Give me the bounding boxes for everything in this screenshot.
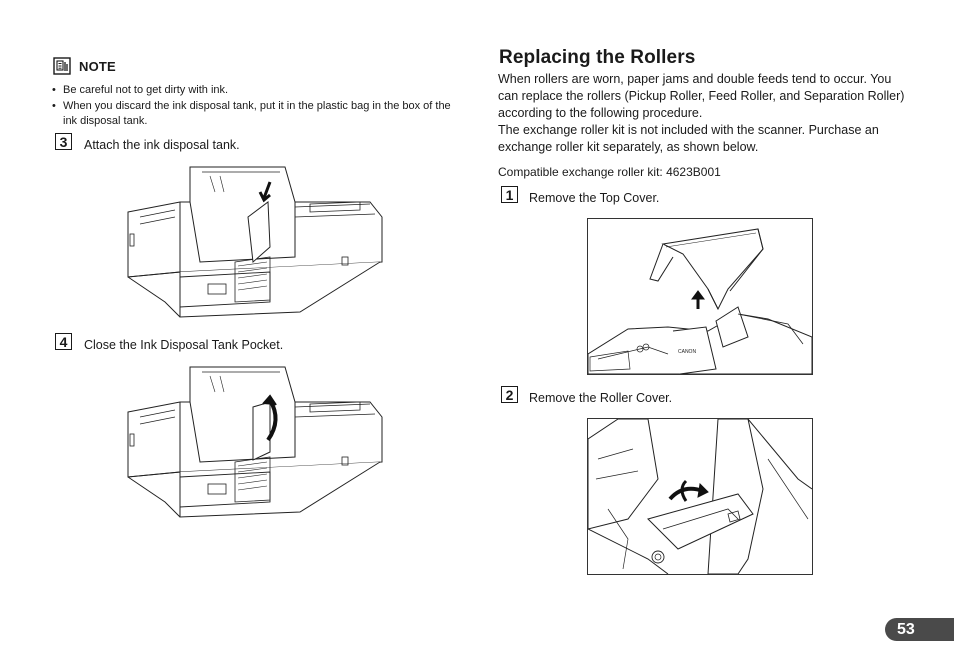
compatible-kit-text: Compatible exchange roller kit: 4623B001 — [498, 165, 721, 179]
step-3-text: Attach the ink disposal tank. — [84, 138, 240, 152]
scanner-illustration-attach-tank — [120, 162, 390, 322]
step-1: 1 — [501, 186, 518, 203]
step-number-box: 4 — [55, 333, 72, 350]
note-bullets: Be careful not to get dirty with ink. Wh… — [52, 83, 462, 130]
paragraph-2: The exchange roller kit is not included … — [498, 123, 879, 154]
roller-cover-figure — [587, 418, 813, 575]
note-title: NOTE — [79, 58, 116, 74]
note-bullet: Be careful not to get dirty with ink. — [52, 83, 462, 98]
step-2-text: Remove the Roller Cover. — [529, 391, 673, 405]
step-number-box: 2 — [501, 386, 518, 403]
scanner-illustration-close-pocket — [120, 362, 390, 522]
paragraph-1: When rollers are worn, paper jams and do… — [498, 72, 905, 120]
page-number: 53 — [885, 618, 954, 641]
note-icon — [53, 57, 71, 75]
step-number-box: 3 — [55, 133, 72, 150]
step-2: 2 — [501, 386, 518, 403]
section-heading: Replacing the Rollers — [499, 47, 696, 68]
note-header: NOTE — [53, 57, 116, 75]
note-bullet: When you discard the ink disposal tank, … — [52, 99, 462, 129]
step-number-box: 1 — [501, 186, 518, 203]
step-4: 4 — [55, 333, 72, 350]
top-cover-figure: CANON — [587, 218, 813, 375]
scanner-brand-label: CANON — [678, 349, 696, 355]
step-1-text: Remove the Top Cover. — [529, 191, 660, 205]
step-3: 3 — [55, 133, 72, 150]
step-4-text: Close the Ink Disposal Tank Pocket. — [84, 338, 284, 352]
section-paragraph: When rollers are worn, paper jams and do… — [498, 71, 908, 156]
